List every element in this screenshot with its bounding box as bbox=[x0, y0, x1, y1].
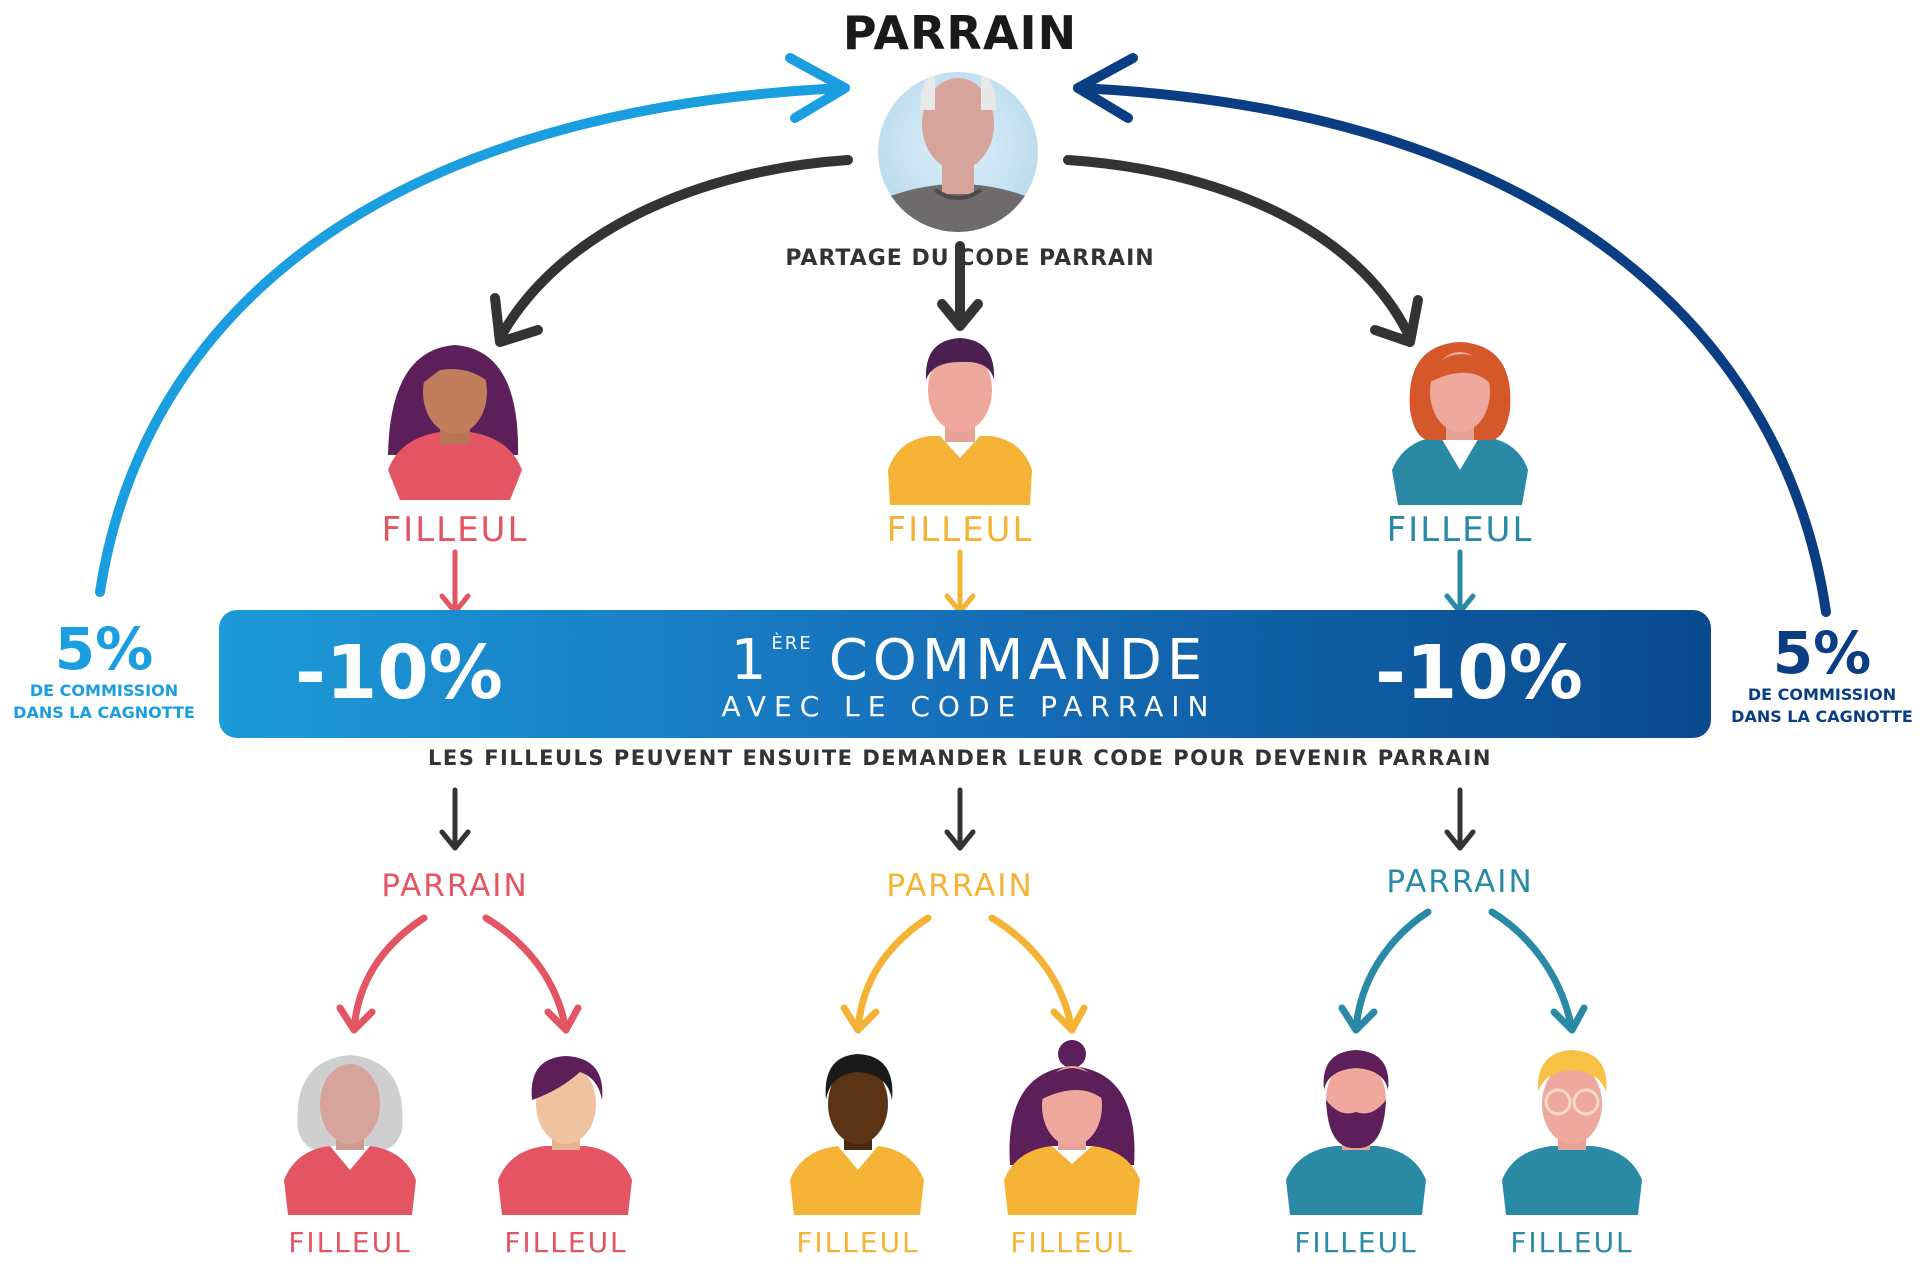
discount-left: -10% bbox=[295, 630, 503, 716]
become-parrain-note: LES FILLEULS PEUVENT ENSUITE DEMANDER LE… bbox=[428, 746, 1492, 770]
filleul-label-l2-4: FILLEUL bbox=[1010, 1226, 1134, 1259]
filleul-avatar-yellow bbox=[888, 338, 1032, 505]
filleul-label-l2-3: FILLEUL bbox=[796, 1226, 920, 1259]
commission-arc-right bbox=[1073, 53, 1831, 617]
filleul-label-red: FILLEUL bbox=[381, 510, 529, 550]
filleul-avatar-bun bbox=[1004, 1040, 1140, 1215]
filleul-avatar-purple-hair bbox=[498, 1056, 632, 1215]
filleul-avatar-teal bbox=[1392, 342, 1528, 505]
branch-arrows-red bbox=[336, 914, 582, 1034]
branch-arrows-yellow bbox=[840, 914, 1088, 1034]
commission-arc-left bbox=[95, 53, 850, 597]
commission-right-line1: DE COMMISSION bbox=[1747, 685, 1897, 704]
filleul-label-l2-1: FILLEUL bbox=[288, 1226, 412, 1259]
filleul-label-l2-2: FILLEUL bbox=[504, 1226, 628, 1259]
filleul-avatar-grey-hair bbox=[284, 1055, 416, 1215]
filleul-avatar-red bbox=[388, 345, 522, 500]
order-superscript: ÈRE bbox=[771, 633, 813, 654]
share-arrow-right bbox=[1063, 155, 1423, 347]
arrow-to-banner-red bbox=[439, 549, 471, 615]
discount-right: -10% bbox=[1375, 630, 1583, 716]
filleul-label-yellow: FILLEUL bbox=[886, 510, 1034, 550]
parrain-label-teal: PARRAIN bbox=[1386, 864, 1534, 900]
commission-right-line2: DANS LA CAGNOTTE bbox=[1731, 707, 1913, 726]
commission-left-line2: DANS LA CAGNOTTE bbox=[13, 703, 195, 722]
commission-left-line1: DE COMMISSION bbox=[29, 681, 179, 700]
filleul-avatar-bearded bbox=[1286, 1050, 1426, 1215]
arrow-down-left bbox=[439, 787, 471, 851]
commission-left: 5% DE COMMISSION DANS LA CAGNOTTE bbox=[0, 618, 214, 724]
filleul-avatar-dark-skin bbox=[790, 1054, 924, 1215]
branch-arrows-teal bbox=[1338, 908, 1588, 1034]
parrain-label-yellow: PARRAIN bbox=[886, 868, 1034, 904]
share-arrow-center bbox=[937, 241, 983, 331]
arrow-down-right bbox=[1444, 787, 1476, 851]
share-code-label: PARTAGE DU CODE PARRAIN bbox=[785, 246, 1155, 271]
commission-right: 5% DE COMMISSION DANS LA CAGNOTTE bbox=[1712, 622, 1920, 728]
top-parrain-title: PARRAIN bbox=[842, 6, 1078, 60]
share-arrow-left bbox=[490, 155, 853, 347]
parrain-label-red: PARRAIN bbox=[381, 868, 529, 904]
arrow-down-center bbox=[944, 787, 976, 851]
order-number: 1 bbox=[730, 628, 772, 693]
parrain-avatar bbox=[878, 72, 1038, 232]
filleul-label-l2-5: FILLEUL bbox=[1294, 1226, 1418, 1259]
order-word: COMMANDE bbox=[828, 628, 1208, 693]
order-title: 1ÈRE COMMANDE bbox=[669, 628, 1269, 693]
arrow-to-banner-teal bbox=[1444, 549, 1476, 615]
order-subtitle: AVEC LE CODE PARRAIN bbox=[721, 690, 1217, 723]
arrow-to-banner-yellow bbox=[944, 549, 976, 615]
filleul-label-l2-6: FILLEUL bbox=[1510, 1226, 1634, 1259]
commission-left-value: 5% bbox=[54, 615, 154, 683]
first-order-banner: -10% 1ÈRE COMMANDE AVEC LE CODE PARRAIN -… bbox=[219, 610, 1711, 738]
filleul-avatar-glasses bbox=[1502, 1050, 1642, 1215]
commission-right-value: 5% bbox=[1772, 619, 1872, 687]
filleul-label-teal: FILLEUL bbox=[1386, 510, 1534, 550]
